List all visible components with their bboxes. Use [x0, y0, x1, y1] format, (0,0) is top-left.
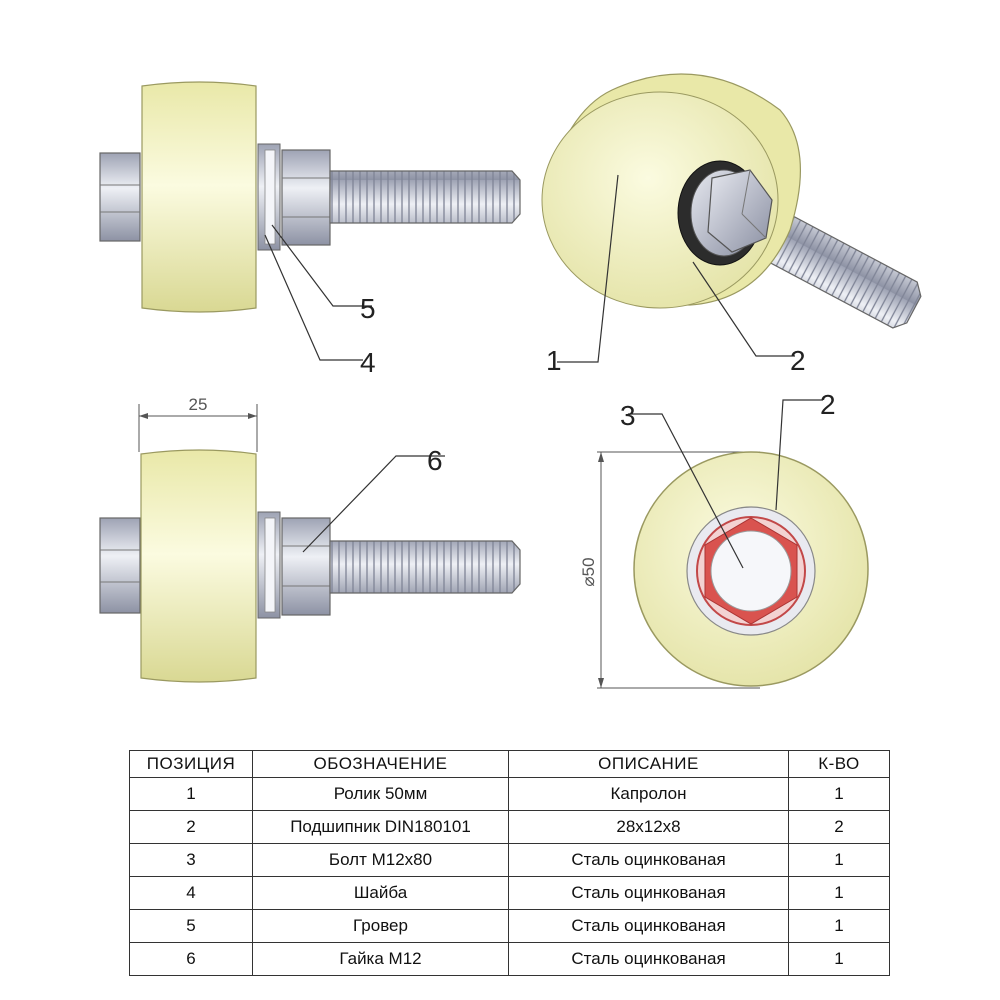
cell-designation: Подшипник DIN180101	[252, 810, 509, 844]
cell-description: Сталь оцинкованая	[508, 843, 789, 877]
cell-designation: Болт М12х80	[252, 843, 509, 877]
parts-table: ПОЗИЦИЯ ОБОЗНАЧЕНИЕ ОПИСАНИЕ К-ВО 1 Роли…	[129, 750, 890, 976]
assembly-drawing: 25 ⌀50 5 4 1 2 6 3	[99, 73, 922, 689]
callout-1: 1	[546, 345, 562, 376]
width-dimension: 25	[189, 395, 208, 414]
hex-nut	[281, 149, 331, 246]
callout-2-top: 2	[790, 345, 806, 376]
front-bolt-end	[710, 530, 792, 612]
diameter-dimension: ⌀50	[579, 557, 598, 586]
bolt-thread	[329, 170, 521, 224]
cell-position: 1	[129, 777, 253, 811]
cell-description: Капролон	[508, 777, 789, 811]
callout-4: 4	[360, 347, 376, 378]
cell-position: 5	[129, 909, 253, 943]
cell-quantity: 1	[788, 942, 890, 976]
callout-2-bottom: 2	[820, 389, 836, 420]
header-position: ПОЗИЦИЯ	[129, 750, 253, 778]
cell-description: Сталь оцинкованая	[508, 942, 789, 976]
cell-designation: Шайба	[252, 876, 509, 910]
cell-quantity: 1	[788, 843, 890, 877]
cell-designation: Ролик 50мм	[252, 777, 509, 811]
table-row: 4 Шайба Сталь оцинкованая 1	[129, 876, 890, 910]
leader-lines	[264, 174, 823, 569]
table-row: 6 Гайка М12 Сталь оцинкованая 1	[129, 942, 890, 976]
cell-designation: Гайка М12	[252, 942, 509, 976]
callout-3: 3	[620, 400, 636, 431]
table-row: 2 Подшипник DIN180101 28х12х8 2	[129, 810, 890, 844]
isometric-view	[541, 73, 922, 329]
cell-quantity: 2	[788, 810, 890, 844]
cell-quantity: 1	[788, 876, 890, 910]
cell-position: 3	[129, 843, 253, 877]
side-view-bottom: 25	[99, 395, 521, 683]
callout-5: 5	[360, 293, 376, 324]
cell-quantity: 1	[788, 909, 890, 943]
cell-position: 4	[129, 876, 253, 910]
side-view-top	[99, 81, 521, 313]
callout-6: 6	[427, 445, 443, 476]
roller-body	[141, 81, 257, 313]
table-row: 5 Гровер Сталь оцинкованая 1	[129, 909, 890, 943]
cell-position: 6	[129, 942, 253, 976]
cell-quantity: 1	[788, 777, 890, 811]
header-quantity: К-ВО	[788, 750, 890, 778]
table-header-row: ПОЗИЦИЯ ОБОЗНАЧЕНИЕ ОПИСАНИЕ К-ВО	[129, 750, 890, 778]
cell-description: 28х12х8	[508, 810, 789, 844]
cell-position: 2	[129, 810, 253, 844]
table-row: 1 Ролик 50мм Капролон 1	[129, 777, 890, 811]
header-designation: ОБОЗНАЧЕНИЕ	[252, 750, 509, 778]
bolt-head	[99, 152, 141, 242]
header-description: ОПИСАНИЕ	[508, 750, 789, 778]
cell-description: Сталь оцинкованая	[508, 909, 789, 943]
front-view: ⌀50	[579, 451, 869, 689]
cell-description: Сталь оцинкованая	[508, 876, 789, 910]
cell-designation: Гровер	[252, 909, 509, 943]
table-row: 3 Болт М12х80 Сталь оцинкованая 1	[129, 843, 890, 877]
